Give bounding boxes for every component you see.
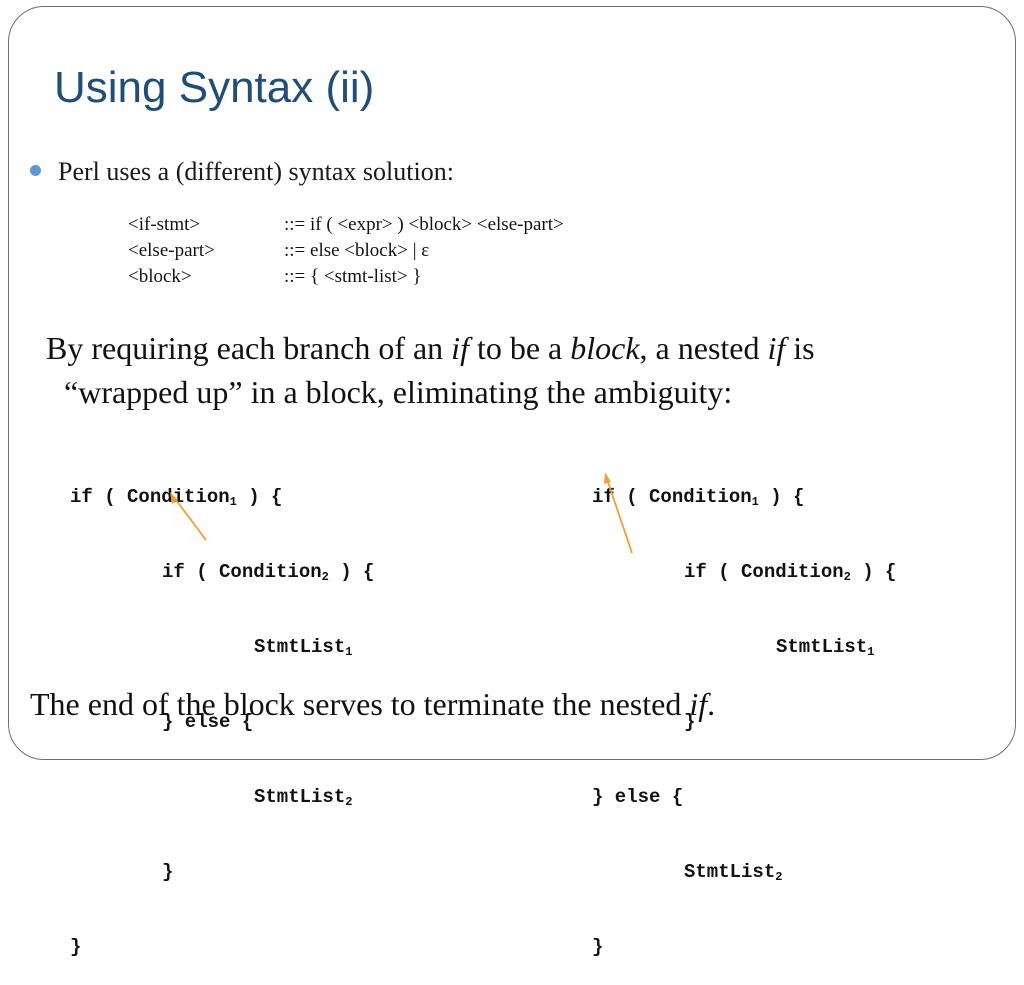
code-line: } <box>592 936 604 958</box>
code-line: if ( Condition2 ) { <box>592 557 896 588</box>
slide-frame <box>8 6 1016 760</box>
code-line: StmtList1 <box>70 632 374 663</box>
code-line: StmtList2 <box>70 782 374 813</box>
code-text: StmtList <box>684 861 776 883</box>
code-line: } <box>162 861 174 883</box>
grammar-lhs: <block> <box>128 266 192 287</box>
code-text: ) { <box>328 561 375 583</box>
grammar-rhs: ::= else <block> | ε <box>284 240 430 261</box>
code-text: StmtList <box>776 636 868 658</box>
paragraph-line-2: “wrapped up” in a block, eliminating the… <box>64 374 733 410</box>
slide-title: Using Syntax (ii) <box>54 63 375 112</box>
code-line: if ( Condition1 ) { <box>70 482 374 513</box>
code-line: if ( Condition1 ) { <box>592 482 896 513</box>
code-subscript: 1 <box>867 645 875 659</box>
code-text: ) { <box>758 486 805 508</box>
code-subscript: 2 <box>321 570 329 584</box>
grammar-rhs: ::= { <stmt-list> } <box>284 266 422 287</box>
grammar-rhs: ::= if ( <expr> ) <block> <else-part> <box>284 214 564 235</box>
italic-run: block <box>570 330 640 366</box>
code-line: } else { <box>162 711 254 733</box>
code-text: if ( Condition <box>162 561 322 583</box>
code-line: StmtList2 <box>592 857 896 888</box>
code-subscript: 2 <box>843 570 851 584</box>
code-text: StmtList <box>254 636 346 658</box>
explanation-paragraph: By requiring each branch of an if to be … <box>46 326 1006 414</box>
text-run: . <box>707 686 716 722</box>
bullet-dot-icon <box>30 165 41 176</box>
code-subscript: 2 <box>345 795 353 809</box>
code-text: ) { <box>236 486 283 508</box>
code-line: } <box>70 936 82 958</box>
italic-run: if <box>451 330 469 366</box>
bullet-text: Perl uses a (different) syntax solution: <box>58 157 454 186</box>
text-run: to be a <box>468 330 571 366</box>
text-run: , a nested <box>639 330 768 366</box>
text-run: The end of the block serves to terminate… <box>30 686 690 722</box>
text-run: By requiring each branch of an <box>46 330 452 366</box>
footer-statement: The end of the block serves to terminate… <box>30 686 715 723</box>
code-subscript: 2 <box>775 870 783 884</box>
italic-run: if <box>767 330 786 366</box>
code-text: if ( Condition <box>70 486 230 508</box>
code-subscript: 1 <box>229 495 237 509</box>
italic-run: if <box>689 686 708 722</box>
code-line: } else { <box>592 786 684 808</box>
paragraph-line-1: By requiring each branch of an if to be … <box>46 326 1006 370</box>
code-text: ) { <box>850 561 897 583</box>
grammar-lhs: <if-stmt> <box>128 214 201 235</box>
code-line: if ( Condition2 ) { <box>70 557 374 588</box>
code-line: StmtList1 <box>592 632 896 663</box>
grammar-lhs: <else-part> <box>128 240 215 261</box>
code-subscript: 1 <box>345 645 353 659</box>
text-run: is <box>785 330 815 366</box>
code-line: } <box>684 711 696 733</box>
code-subscript: 1 <box>751 495 759 509</box>
code-text: if ( Condition <box>592 486 752 508</box>
code-text: StmtList <box>254 786 346 808</box>
code-text: if ( Condition <box>684 561 844 583</box>
